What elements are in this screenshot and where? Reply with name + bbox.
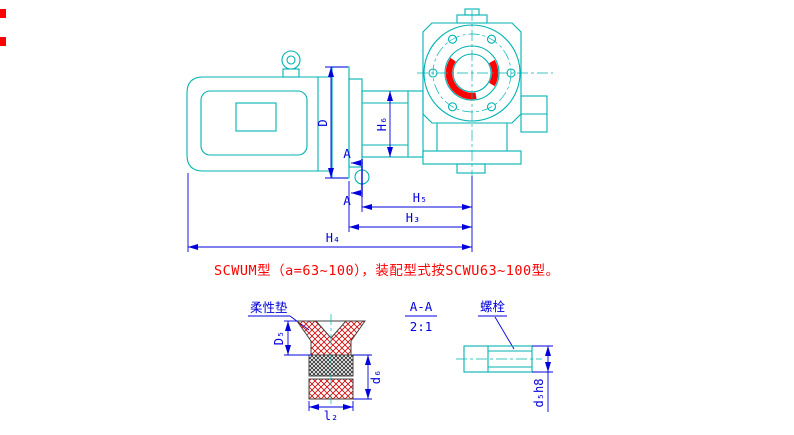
flexible-pad-label: 柔性垫	[250, 300, 288, 315]
dim-label-l2: l₂	[324, 409, 338, 423]
motor-side-view	[186, 50, 333, 172]
dimension-H4: H₄	[187, 173, 472, 252]
eye-base	[282, 68, 300, 78]
bolt-detail: 螺栓 d₅h8	[456, 299, 553, 412]
section-title: A-A 2:1	[405, 299, 437, 334]
dimension-l2: l₂	[308, 401, 354, 423]
section-mark-A-bottom: A	[343, 193, 351, 208]
highlight-arc-right	[488, 59, 499, 87]
flexible-pad-detail: 柔性垫 D₅ d₆ l₂	[248, 300, 383, 423]
dim-label-D: D	[316, 119, 330, 126]
left-edge-marks	[0, 9, 6, 46]
motor-frame	[200, 90, 308, 156]
dimension-H6: H₆	[375, 91, 393, 157]
dimension-D5: D₅	[272, 320, 311, 356]
motor-body-outline	[186, 76, 333, 172]
flange-bolt-holes	[428, 34, 516, 112]
assembly-note: SCWUM型（a=63~100），装配型式按SCWU63~100型。	[214, 263, 560, 279]
dimension-d6: d₆	[353, 354, 383, 400]
bolt-label: 螺栓	[480, 299, 506, 314]
highlight-arc-left	[445, 57, 477, 100]
motor-flange	[331, 66, 350, 179]
adapter-step	[348, 78, 363, 168]
dimension-d5h8: d₅h8	[532, 345, 553, 412]
base-foot	[456, 163, 486, 174]
dim-label-d6: d₆	[369, 370, 383, 384]
dim-label-H5: H₅	[413, 191, 427, 205]
section-cut-A: A A	[343, 146, 363, 208]
section-title-label: A-A	[410, 299, 433, 314]
dimension-H5: H₅	[361, 176, 473, 252]
bolt-hole	[486, 34, 497, 44]
bolt-hole	[486, 102, 497, 112]
flange-square	[422, 22, 522, 124]
bolt-hole	[447, 34, 458, 44]
worm-housing	[361, 90, 424, 158]
dimension-H3: H₃	[348, 181, 472, 232]
motor-nameplate	[235, 102, 277, 132]
gearbox-front-view	[417, 8, 553, 176]
eye-ring-outer	[281, 50, 301, 70]
bolt-hole	[447, 102, 458, 112]
section-mark-A-top: A	[343, 146, 351, 161]
eye-ring-inner	[286, 55, 296, 65]
dim-label-H6: H₆	[375, 117, 389, 131]
dim-label-H4: H₄	[326, 231, 340, 245]
dim-label-D5: D₅	[272, 331, 286, 345]
edge-mark	[0, 9, 6, 18]
edge-mark	[0, 37, 6, 46]
dim-label-d5h8: d₅h8	[532, 379, 546, 408]
section-scale-label: 2:1	[410, 319, 433, 334]
dim-label-H3: H₃	[406, 211, 420, 225]
dimension-D: D	[316, 66, 348, 179]
lifting-eye	[281, 50, 301, 78]
label-leader	[494, 316, 515, 350]
